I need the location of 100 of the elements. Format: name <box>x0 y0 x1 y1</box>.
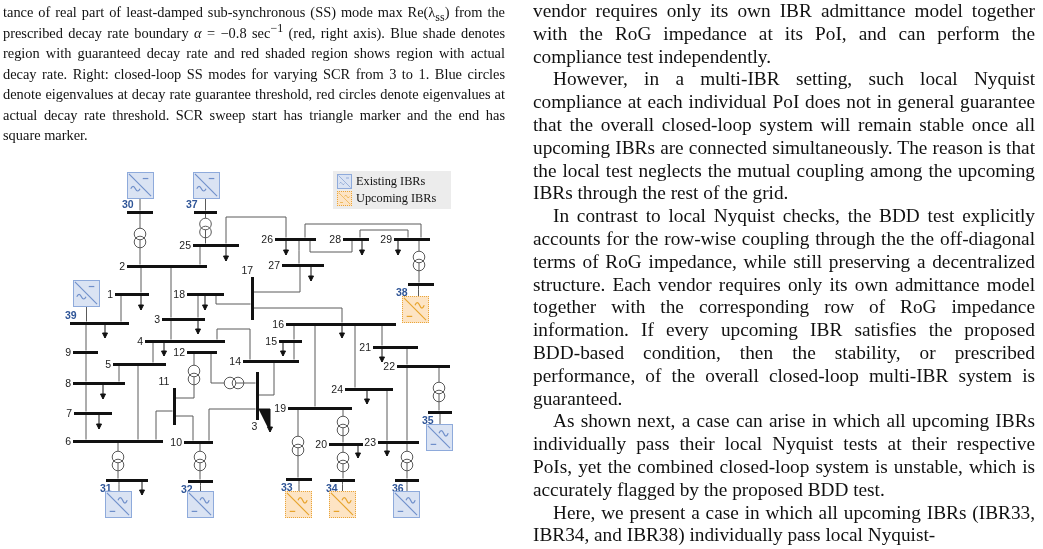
transmission-line <box>118 365 120 382</box>
body-paragraph: As shown next, a case can arise in which all upcoming IBRs individually pass their local Nyquist tests at their respective PoIs, yet the combined closed-loop system is unstable, which is accurately flagged by the proposed BDD test. <box>533 410 1035 502</box>
bus-number: 11 <box>158 376 170 387</box>
transmission-line <box>85 384 87 412</box>
bus-number: 35 <box>422 414 434 426</box>
bus-number: 23 <box>364 436 376 448</box>
inverter-box <box>329 491 356 518</box>
connection-line <box>418 285 419 297</box>
transmission-line <box>139 213 141 265</box>
inverter-box <box>187 491 214 518</box>
transmission-line <box>386 390 388 441</box>
connection-line <box>439 413 441 425</box>
legend-text: Existing IBRs <box>356 174 426 189</box>
transmission-line <box>175 353 195 399</box>
bus-number: 10 <box>170 436 182 448</box>
figure-caption: tance of real part of least-damped sub-synchronous (SS) mode max Re(λ$_{ss}$) from the prescribed decay rate boundary α = −0.8 sec$^{−1}$ (red, right axis). Blue shade denotes region with guaranteed decay rate and red shaded region shows region with actual decay rate. Right: closed-loop SS modes for varying SCR from 3 to 1. Blue circles denote eigenvalues at decay rate guarantee threshold, red circles denote eigenvalues at actual decay rate threshold. SCR sweep start has triangle marker and the end has square marker. <box>3 3 505 145</box>
transmission-line <box>309 240 353 253</box>
transmission-line <box>85 414 87 440</box>
transmission-line <box>418 240 420 283</box>
transmission-line <box>120 295 122 322</box>
transmission-line <box>342 409 344 443</box>
transmission-line <box>253 307 343 323</box>
bus-number: 2 <box>119 260 125 272</box>
transmission-line <box>85 324 87 351</box>
bus-number: 9 <box>65 346 71 358</box>
transmission-line <box>293 342 295 360</box>
bus-number: 5 <box>105 358 111 370</box>
transmission-line <box>140 267 142 293</box>
bus-number: 16 <box>272 318 284 330</box>
transmission-line <box>438 367 440 411</box>
bus-number: 38 <box>396 286 408 298</box>
bus-number: 3 <box>251 421 258 432</box>
bus-number: 37 <box>186 198 198 210</box>
bus-number: 25 <box>179 239 191 251</box>
body-paragraph: vendor requires only its own IBR admittance model together with the RoG impedance at its PoI, and can perform the compliance test independently. <box>533 0 1035 69</box>
bus-number: 39 <box>65 309 77 321</box>
connection-line <box>342 481 343 492</box>
bus-number: 15 <box>265 335 277 347</box>
bus-number: 7 <box>66 407 72 419</box>
bus-number: 33 <box>281 481 293 493</box>
transmission-line <box>85 353 87 382</box>
inverter-box <box>105 491 132 518</box>
transmission-line <box>205 213 206 244</box>
transmission-line <box>197 295 199 318</box>
bus-number: 8 <box>65 377 71 389</box>
bus-number: 6 <box>65 435 71 447</box>
transmission-line <box>406 348 408 365</box>
transmission-line <box>406 367 408 441</box>
connection-line <box>406 481 408 492</box>
bus-number: 4 <box>137 335 143 347</box>
body-paragraph: In contrast to local Nyquist checks, the BDD test explicitly accounts for the row-wise coupling through the the off-diagonal terms of RoG impedance, while still preserving a decentralized structure. Each vendor requires only its own admittance model together with the corresponding row of RoG impedance information. If every upcoming IBR satisfies the proposed BDD-based condition, then the stability, or prescribed performance, of the overall closed-loop multi-IBR system is guaranteed. <box>533 205 1035 411</box>
transmission-line <box>293 325 295 340</box>
transmission-line <box>137 365 139 440</box>
connection-line <box>298 480 300 492</box>
transmission-line <box>210 353 256 384</box>
transmission-line <box>258 362 275 396</box>
bus-number: 28 <box>329 233 341 245</box>
bus-number: 1 <box>107 288 113 300</box>
bus-number: 26 <box>261 233 273 245</box>
transmission-line <box>253 266 301 293</box>
inverter-box <box>393 491 420 518</box>
transmission-line <box>406 443 408 479</box>
transmission-line <box>225 216 287 244</box>
inverter-box <box>426 424 453 451</box>
bus-number: 18 <box>173 288 185 300</box>
transmission-line <box>215 295 251 305</box>
inverter-box <box>402 296 429 323</box>
bus-number: 19 <box>274 402 286 414</box>
bus-number: 20 <box>315 438 327 450</box>
bus-number: 3 <box>154 313 160 325</box>
transmission-line <box>298 240 300 264</box>
inverter-box <box>285 491 312 518</box>
bus-number: 22 <box>383 360 395 372</box>
transmission-line <box>359 229 409 238</box>
transmission-line <box>208 408 256 441</box>
transmission-line <box>342 445 344 479</box>
bus-number: 27 <box>268 259 280 271</box>
bus-number: 21 <box>359 341 371 353</box>
body-paragraph: However, in a multi-IBR setting, such local Nyquist compliance at each individual PoI does not in general guarantee that the overall closed-loop system will remain stable once all upcoming IBRs are connected simultaneously. The reason is that the local test neglects the mutual coupling among the upcoming IBRs through the rest of the grid. <box>533 68 1035 206</box>
bus-number: 29 <box>380 233 392 245</box>
legend-text: Upcoming IBRs <box>356 191 437 206</box>
transmission-line <box>354 325 356 388</box>
transmission-line <box>381 325 383 346</box>
bus-number: 17 <box>241 265 254 276</box>
transmission-line <box>152 342 154 363</box>
bus-number: 14 <box>229 355 241 367</box>
transmission-line <box>297 409 299 478</box>
transmission-line <box>170 320 172 340</box>
transmission-line <box>170 267 172 318</box>
transmission-line <box>314 325 316 407</box>
connection-line <box>118 481 120 492</box>
bus-number: 24 <box>331 383 343 395</box>
transmission-line <box>216 328 251 360</box>
inverter-box <box>73 280 100 307</box>
transmission-line <box>199 246 201 265</box>
bus-number: 12 <box>173 346 185 358</box>
bus-number: 30 <box>122 198 134 210</box>
transmission-line <box>175 415 194 441</box>
transmission-line <box>117 442 119 479</box>
inverter-box <box>127 172 154 199</box>
